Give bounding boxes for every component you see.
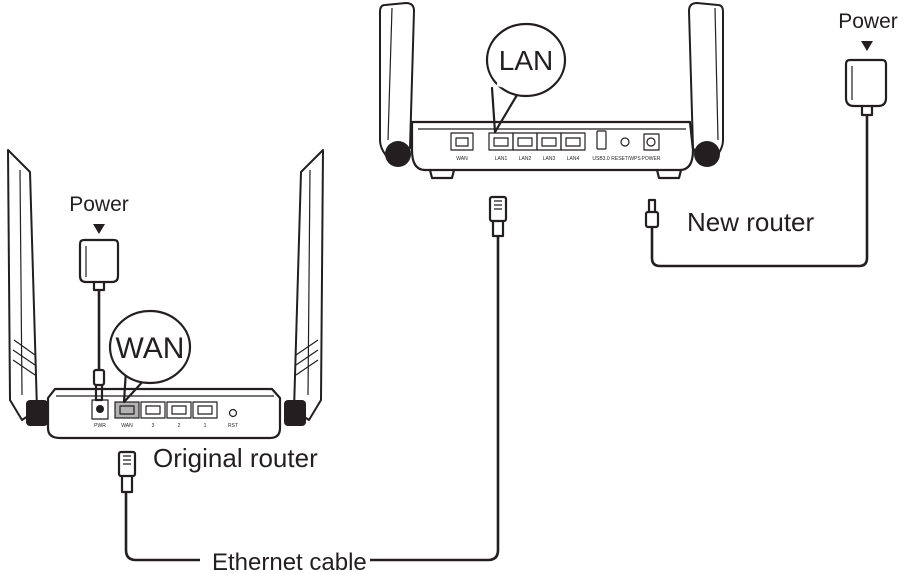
wan-label: WAN [116, 332, 185, 365]
new-router-lan3-port [536, 132, 562, 151]
new-router-reset-button [620, 137, 630, 147]
power-adapter-right: Power [644, 10, 898, 268]
original-router-reset-button [228, 408, 238, 418]
power-adapter-left: Power [69, 193, 129, 402]
new-router-lan4-port [560, 132, 586, 151]
port-label: LAN1 [495, 156, 508, 162]
port-label: 3 [152, 423, 155, 429]
new-router-wan-port [450, 132, 474, 151]
port-label: LAN4 [567, 156, 580, 162]
port-label: RST [228, 423, 238, 429]
port-label: USB3.0 [592, 156, 609, 162]
ethernet-cable-label: Ethernet cable [212, 549, 367, 573]
lan-label: LAN [499, 45, 553, 76]
original-router-port-1 [192, 401, 218, 419]
ethernet-cable [124, 236, 500, 562]
original-router-port-3 [140, 401, 166, 419]
original-router-wan-port [114, 401, 140, 419]
ethernet-plug-top [488, 195, 508, 238]
port-label: RESET/WPS [611, 156, 641, 162]
port-label: 2 [178, 423, 181, 429]
new-router-body [410, 120, 695, 172]
original-router-label: Original router [153, 443, 318, 473]
port-label: 1 [204, 423, 207, 429]
original-router-antenna-left [7, 149, 38, 421]
power-label-left: Power [69, 193, 129, 216]
port-label: LAN2 [519, 156, 532, 162]
original-router: PWR WAN 3 2 1 RST [7, 149, 324, 440]
new-router-label: New router [687, 207, 814, 237]
new-router-antenna-hinge-left [385, 141, 411, 167]
arrow-down-icon [93, 224, 105, 234]
ethernet-plug-bottom [117, 450, 137, 494]
new-router-power-port [643, 133, 660, 151]
wan-callout: WAN [108, 309, 192, 404]
new-router-usb-port [596, 130, 607, 150]
original-router-port-2 [166, 401, 192, 419]
new-router-antenna-right [688, 2, 724, 161]
port-label: WAN [456, 156, 468, 162]
new-router: WAN LAN1 LAN2 LAN3 LAN4 USB3.0 RESET/WPS… [379, 2, 724, 180]
new-router-lan1-port [488, 132, 514, 151]
port-label: LAN3 [543, 156, 556, 162]
original-router-body [46, 387, 282, 440]
new-router-antenna-hinge-right [694, 141, 720, 167]
new-router-lan2-port [512, 132, 538, 151]
port-label: WAN [121, 423, 133, 429]
port-label: POWER [642, 156, 661, 162]
lan-callout: LAN [485, 22, 567, 134]
arrow-down-icon [861, 41, 873, 51]
power-label-right: Power [838, 10, 898, 33]
new-router-antenna-left [379, 2, 415, 161]
port-label: PWR [94, 423, 106, 429]
